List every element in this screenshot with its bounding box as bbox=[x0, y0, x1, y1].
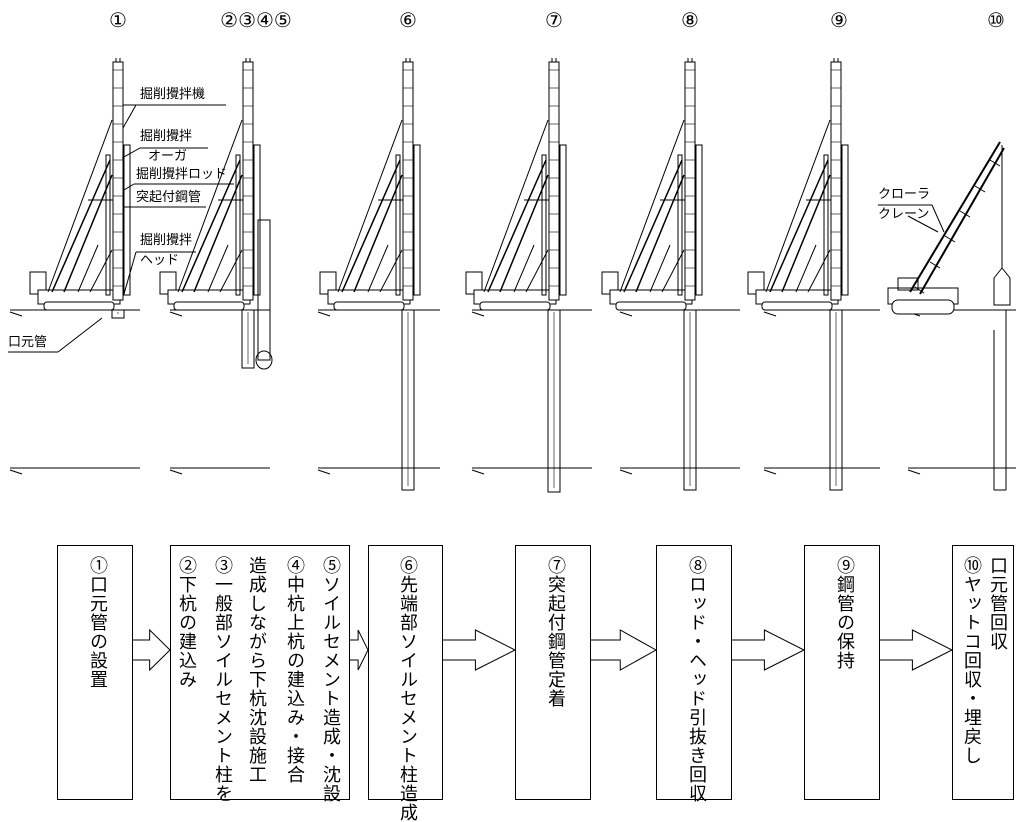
flow-arrow-1 bbox=[133, 628, 171, 672]
ground-line-5 bbox=[619, 309, 740, 475]
step-7-text: ⑦突起付鋼管定着 bbox=[545, 556, 566, 708]
flow-arrow-5 bbox=[732, 629, 806, 671]
flow-arrow-3 bbox=[443, 629, 517, 671]
drilling-rig-4 bbox=[465, 58, 567, 493]
crawler-crane bbox=[887, 141, 1011, 491]
step-9-text: ⑨鋼管の保持 bbox=[834, 556, 855, 670]
callout-crane-line2: クレーン bbox=[878, 207, 930, 222]
step-5-text: ⑤ソイルセメント造成・沈設 bbox=[320, 556, 341, 803]
flow-arrow-4 bbox=[591, 629, 658, 671]
flow-arrows bbox=[133, 628, 954, 672]
step-box-8: ⑧ロッド・ヘッド引抜き回収 bbox=[656, 545, 732, 803]
stage-number-8: ⑧ bbox=[681, 8, 699, 32]
callout-head-line2: ヘッド bbox=[140, 253, 180, 268]
step-box-2-5: ②下杭の建込み ③一般部ソイルセメント柱を 造成しながら下杭沈設施工 ④中杭上杭… bbox=[170, 545, 350, 803]
stage-number-6: ⑥ bbox=[399, 8, 417, 32]
stage-number-2-5: ②③④⑤ bbox=[220, 8, 292, 32]
step-box-9: ⑨鋼管の保持 bbox=[804, 545, 880, 800]
step-box-6: ⑥先端部ソイルセメント柱造成 bbox=[368, 545, 443, 822]
callout-pipe: 突起付鋼管 bbox=[136, 190, 202, 205]
drilling-rig-5 bbox=[601, 58, 703, 491]
ground-line-4 bbox=[471, 309, 592, 475]
drilling-rig-1 bbox=[29, 58, 131, 319]
stage-number-10: ⑩ bbox=[987, 8, 1005, 32]
ground-line-2 bbox=[169, 309, 270, 475]
callout-machine: 掘削攪拌機 bbox=[140, 87, 206, 102]
ground-line-3 bbox=[317, 309, 440, 475]
stage-number-7: ⑦ bbox=[545, 8, 563, 32]
drilling-rig-2 bbox=[159, 58, 261, 369]
step-box-10: ⑩ヤットコ回収・埋戻し 口元管回収 bbox=[952, 545, 1014, 800]
callout-auger-line2: オーガ bbox=[148, 149, 188, 164]
drilling-rig-3 bbox=[319, 58, 421, 491]
step-2-text: ②下杭の建込み bbox=[176, 556, 197, 689]
callout-leaders bbox=[8, 104, 945, 353]
stage-number-1: ① bbox=[109, 8, 127, 32]
callout-crane-line1: クローラ bbox=[878, 187, 931, 202]
step-4-text: ④中杭上杭の建込み・接合 bbox=[284, 556, 305, 784]
stage-number-9: ⑨ bbox=[830, 8, 848, 32]
callout-casing: 口元管 bbox=[8, 335, 48, 350]
auger-head bbox=[255, 219, 273, 370]
callout-head-line1: 掘削攪拌 bbox=[140, 233, 193, 248]
step-10-text-b: 口元管回収 bbox=[987, 556, 1008, 651]
callout-auger-line1: 掘削攪拌 bbox=[140, 129, 193, 144]
step-6-text: ⑥先端部ソイルセメント柱造成 bbox=[397, 556, 418, 822]
step-box-1: ①口元管の設置 bbox=[57, 545, 133, 800]
drilling-rig-6 bbox=[747, 58, 849, 491]
flow-arrow-2 bbox=[350, 629, 369, 671]
ground-line-6 bbox=[763, 309, 880, 475]
flow-arrow-6 bbox=[880, 629, 954, 671]
step-3-text-a: ③一般部ソイルセメント柱を bbox=[212, 556, 233, 803]
step-box-7: ⑦突起付鋼管定着 bbox=[515, 545, 591, 800]
step-1-text: ①口元管の設置 bbox=[87, 556, 108, 689]
ground-line-7 bbox=[907, 309, 1016, 475]
callout-rod: 掘削攪拌ロッド bbox=[136, 167, 228, 182]
step-8-text: ⑧ロッド・ヘッド引抜き回収 bbox=[686, 556, 707, 803]
step-10-text-a: ⑩ヤットコ回収・埋戻し bbox=[961, 556, 982, 765]
step-3-text-b: 造成しながら下杭沈設施工 bbox=[246, 556, 267, 784]
